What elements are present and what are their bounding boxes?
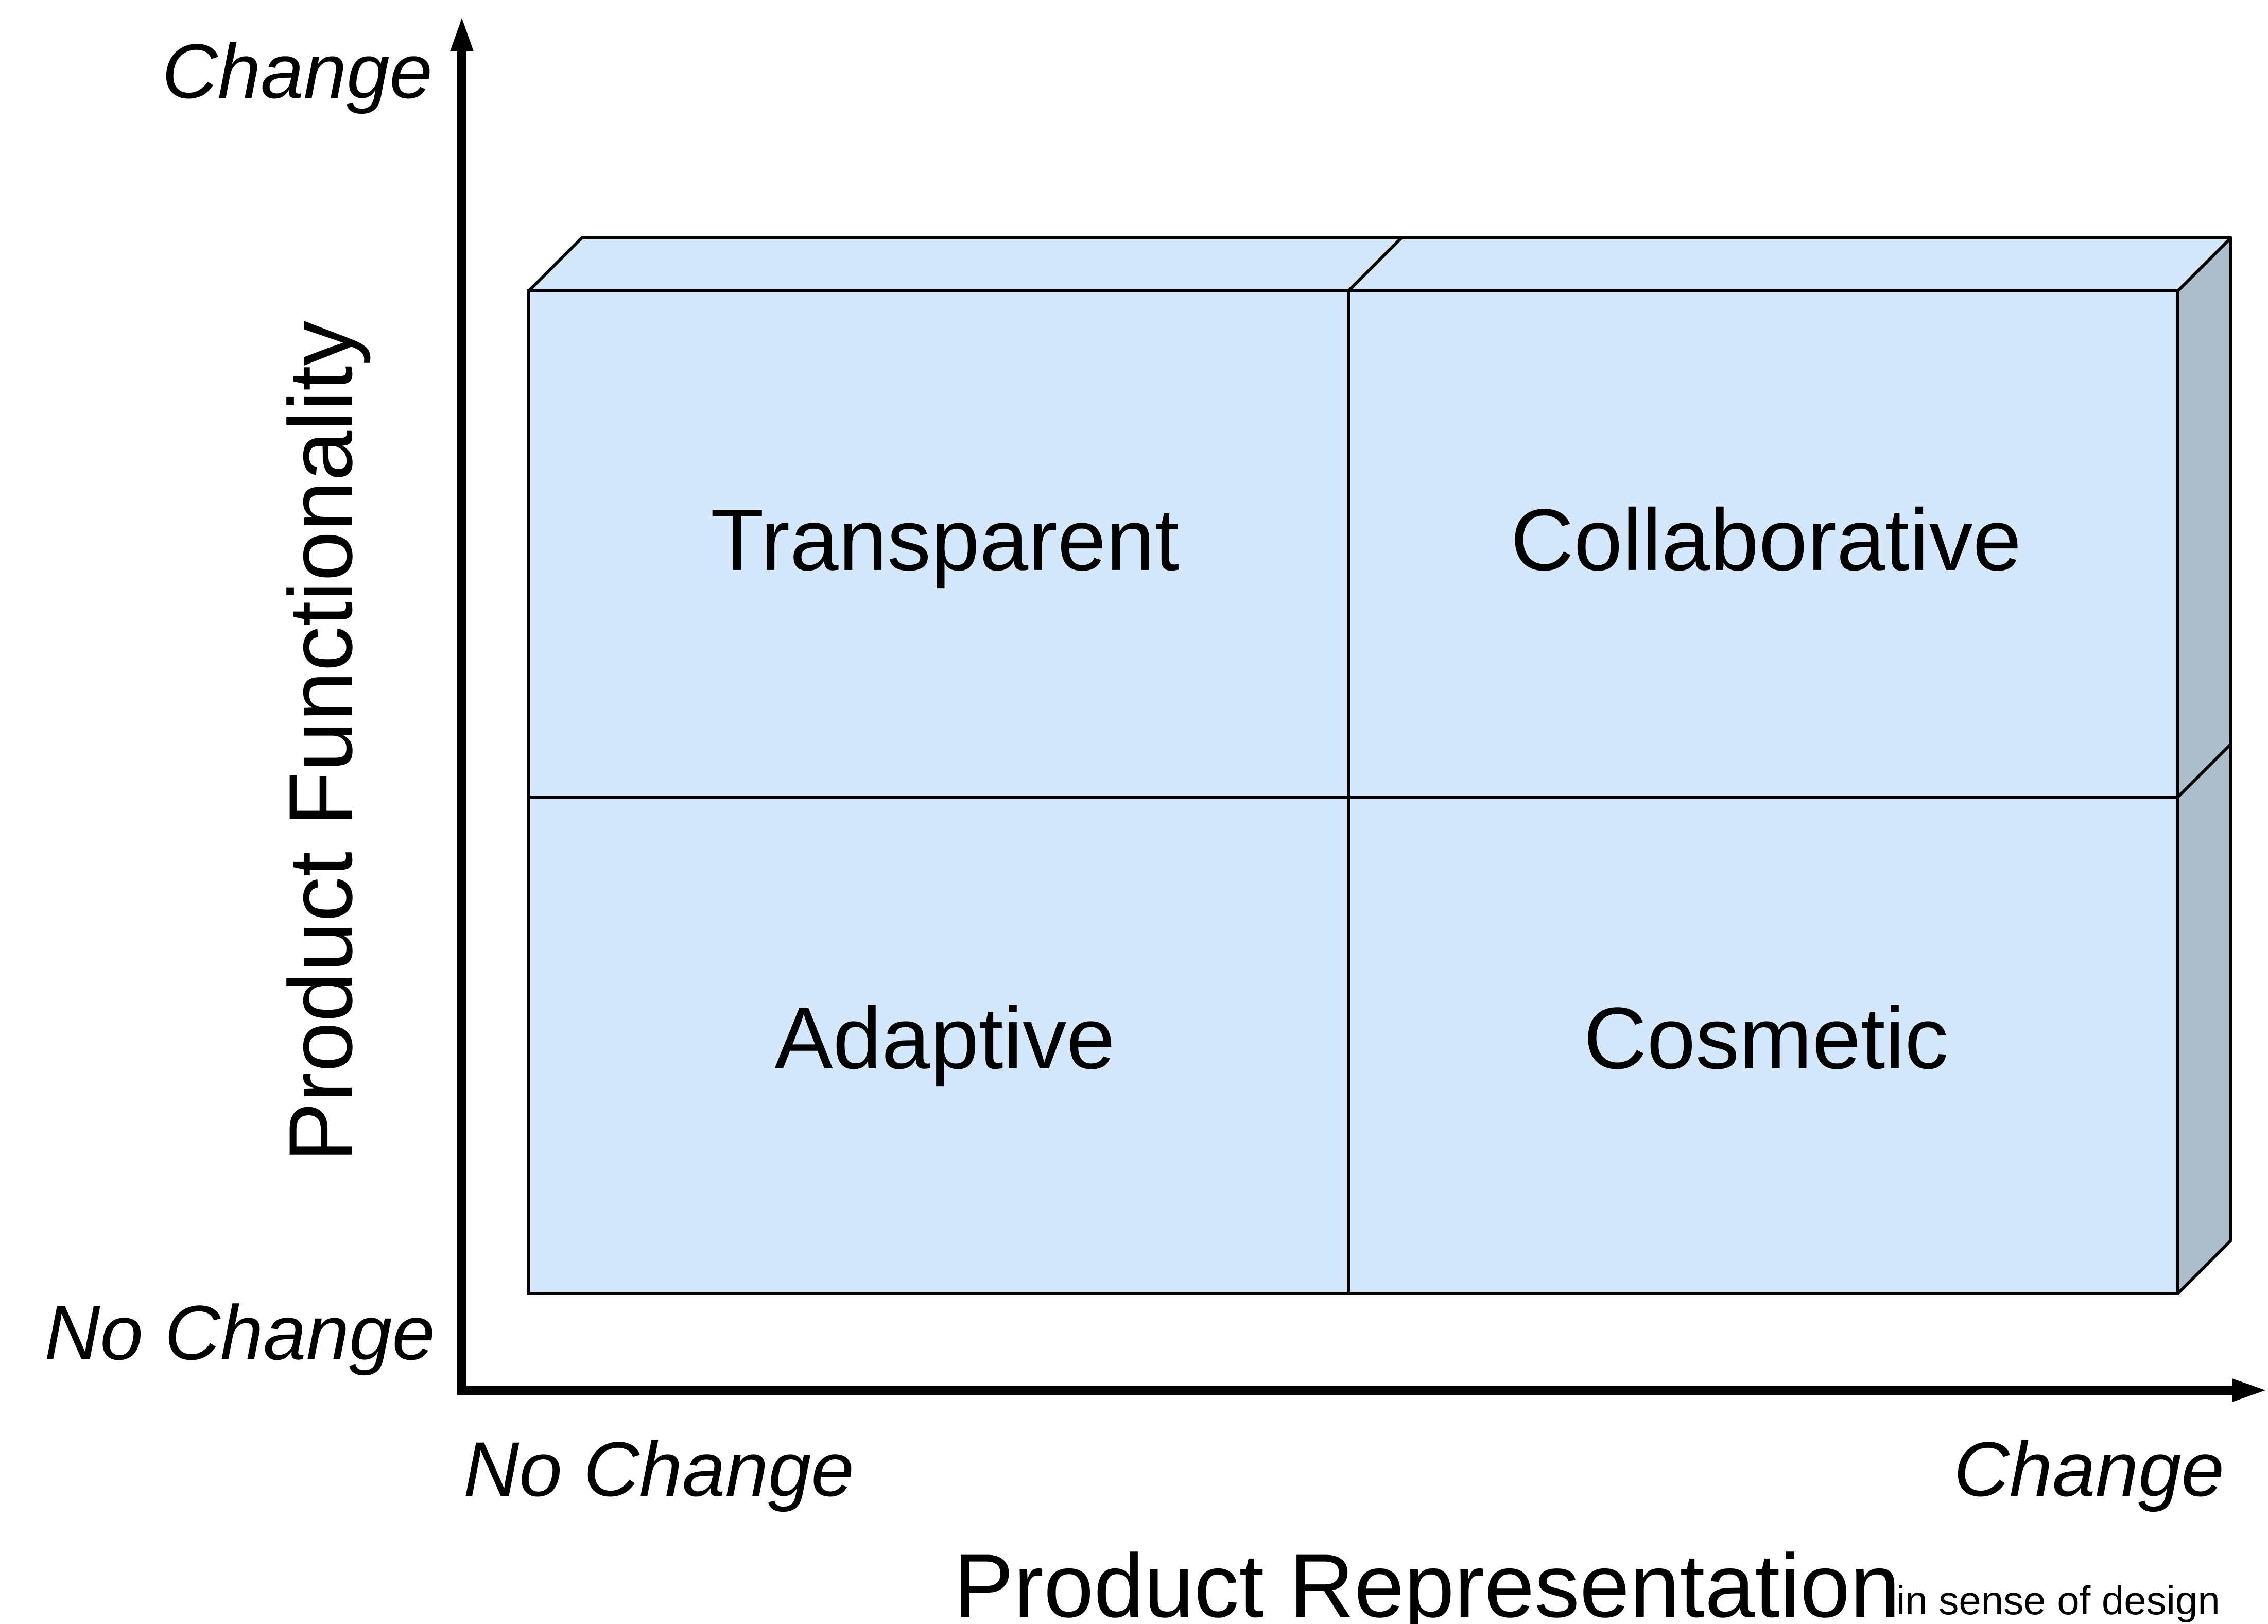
y-axis (450, 18, 474, 1390)
box-top-face-left (527, 236, 1403, 292)
quadrant-top-left (527, 289, 1350, 799)
x-axis-high-label: Change (1954, 1426, 2224, 1512)
quadrant-label-collaborative: Collaborative (1511, 491, 2021, 589)
box-side-face-upper (2176, 236, 2232, 799)
quadrant-label-transparent: Transparent (711, 491, 1179, 589)
quadrant-top-right (1347, 289, 2179, 799)
x-axis-low-label: No Change (463, 1426, 854, 1512)
y-axis-high-label: Change (162, 28, 432, 114)
box-side-face (2176, 236, 2232, 1295)
y-axis-low-label: No Change (44, 1289, 435, 1376)
box-top-face-right (1347, 236, 2232, 292)
quadrant-bottom-right (1347, 796, 2179, 1295)
y-axis-title: Product Functionality (271, 320, 371, 1162)
y-axis-arrowhead (450, 18, 474, 51)
box-side-face-lower (2176, 742, 2232, 1295)
quadrant-label-adaptive: Adaptive (774, 990, 1115, 1087)
x-axis-title: Product Representation (954, 1536, 1900, 1624)
quadrant-bottom-left (527, 796, 1350, 1295)
box-top-face (527, 236, 2232, 292)
quadrant-label-cosmetic: Cosmetic (1584, 990, 1948, 1087)
x-axis (457, 1378, 2265, 1402)
x-axis-subtitle: in sense of design (1896, 1578, 2220, 1623)
x-axis-arrowhead (2232, 1378, 2265, 1402)
